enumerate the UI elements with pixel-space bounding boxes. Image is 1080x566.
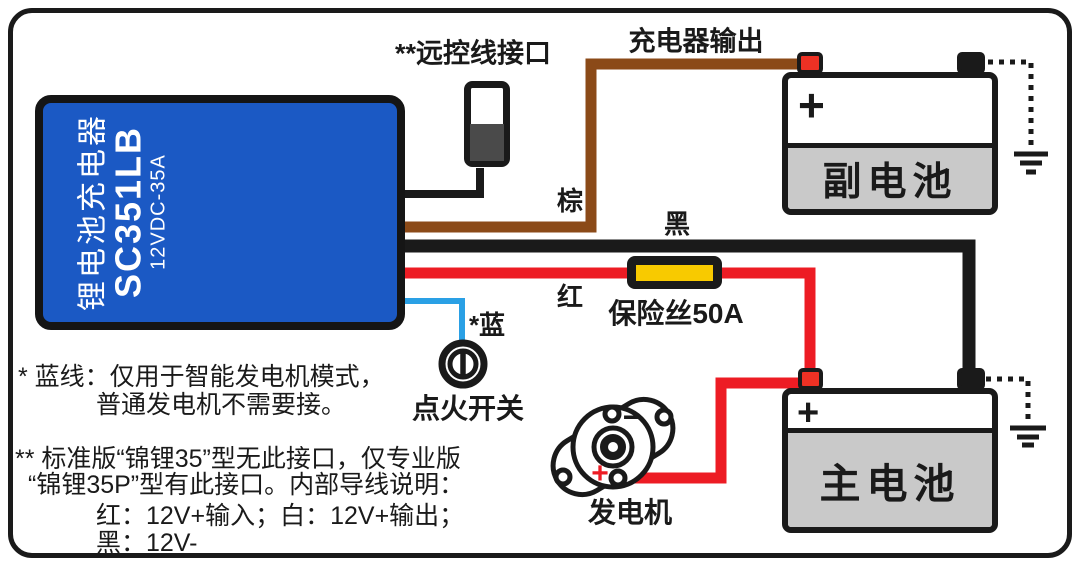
aux-battery-body: 副电池	[788, 143, 992, 209]
aux-battery-negative-terminal	[957, 52, 985, 74]
main-battery-plus-mark: +	[797, 392, 820, 434]
blue-note-line1: * 蓝线：仅用于智能发电机模式，	[18, 363, 385, 391]
aux-battery-label: 副电池	[822, 160, 958, 204]
alternator-red-wire	[620, 377, 800, 484]
ignition-switch-icon	[438, 339, 488, 389]
blue-ignition-wire	[405, 298, 465, 340]
main-battery-label: 主电池	[819, 461, 961, 507]
alternator-plus-mark: +	[591, 457, 609, 490]
red-wire-label: 红	[556, 282, 584, 312]
black-negative-wire	[405, 239, 976, 370]
aux-battery-plus-mark: +	[798, 79, 825, 131]
alternator-minus-mark: −	[623, 399, 642, 435]
remote-port-wire	[405, 168, 484, 198]
alternator-icon: − +	[550, 396, 676, 498]
charger-box	[35, 95, 405, 330]
port-note-line3: 红：12V+输入；白：12V+输出；	[96, 502, 465, 530]
black-wire-label: 黑	[663, 209, 691, 239]
aux-battery: + 副电池	[782, 72, 998, 215]
aux-battery-positive-terminal	[797, 52, 823, 74]
main-battery-negative-terminal	[957, 368, 985, 390]
brown-wire-label: 棕	[556, 186, 584, 216]
aux-ground-dotted-wire	[988, 59, 1034, 147]
charger-output-label: 充电器输出	[628, 26, 764, 57]
remote-port-label: **远控线接口	[394, 38, 552, 69]
aux-ground-icon	[1014, 151, 1048, 175]
remote-connector-icon	[464, 81, 510, 167]
port-note-line1: ** 标准版“锦锂35”型无此接口，仅专业版	[15, 445, 461, 473]
diagram-border	[8, 8, 1072, 558]
charger-spec: 12VDC-35A	[147, 154, 170, 270]
red-positive-wire	[405, 267, 816, 370]
alternator-label: 发电机	[587, 497, 673, 528]
blue-note-line2: 普通发电机不需要接。	[96, 391, 347, 419]
fuse-label: 保险丝50A	[608, 298, 744, 329]
main-ground-icon	[1010, 425, 1046, 448]
port-note-line4: 黑：12V-	[96, 529, 198, 557]
port-note-line2: “锦锂35P”型有此接口。内部导线说明：	[28, 471, 465, 499]
main-battery-body: 主电池	[788, 428, 992, 527]
charger-model: SC351LB	[107, 125, 149, 299]
blue-wire-label: *蓝	[468, 310, 506, 340]
fuse-icon	[627, 256, 722, 289]
main-battery: + 主电池	[782, 388, 998, 533]
ignition-switch-label: 点火开关	[411, 393, 525, 424]
main-ground-dotted-wire	[986, 376, 1031, 420]
main-battery-positive-terminal	[798, 368, 823, 390]
brown-output-wire	[405, 58, 797, 233]
charger-name: 锂电池充电器	[76, 113, 110, 311]
